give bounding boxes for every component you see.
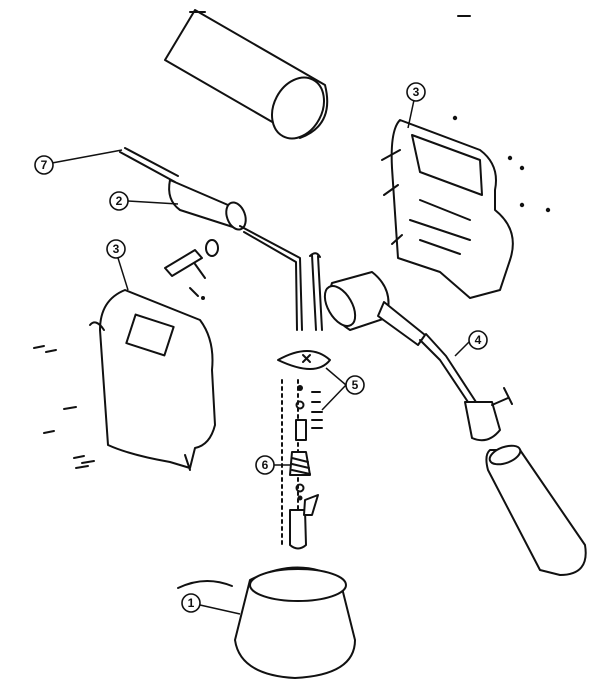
left-housing <box>33 239 219 471</box>
svg-text:2: 2 <box>116 194 123 208</box>
screws-right <box>452 115 551 213</box>
callout-4: 4 <box>468 330 488 350</box>
callout-1: 1 <box>181 593 201 613</box>
callout-3-right: 3 <box>406 82 426 102</box>
igniter-knob <box>164 239 219 300</box>
handle-rod <box>119 147 323 331</box>
svg-text:5: 5 <box>352 378 359 392</box>
torch-assembly <box>323 271 587 576</box>
base-bowl <box>177 566 356 679</box>
svg-text:6: 6 <box>262 458 269 472</box>
right-housing <box>381 115 551 299</box>
svg-text:1: 1 <box>188 596 195 610</box>
callout-5: 5 <box>345 375 365 395</box>
screws-left <box>33 345 95 469</box>
callout-3-left: 3 <box>106 239 126 259</box>
burner-column <box>277 350 331 550</box>
cover-cylinder <box>164 9 471 140</box>
svg-text:4: 4 <box>475 333 482 347</box>
svg-text:7: 7 <box>41 158 48 172</box>
callout-7: 7 <box>34 155 54 175</box>
svg-text:3: 3 <box>413 85 420 99</box>
callout-2: 2 <box>109 191 129 211</box>
svg-text:3: 3 <box>113 242 120 256</box>
callout-6: 6 <box>255 455 275 475</box>
leader-lines <box>51 99 471 615</box>
